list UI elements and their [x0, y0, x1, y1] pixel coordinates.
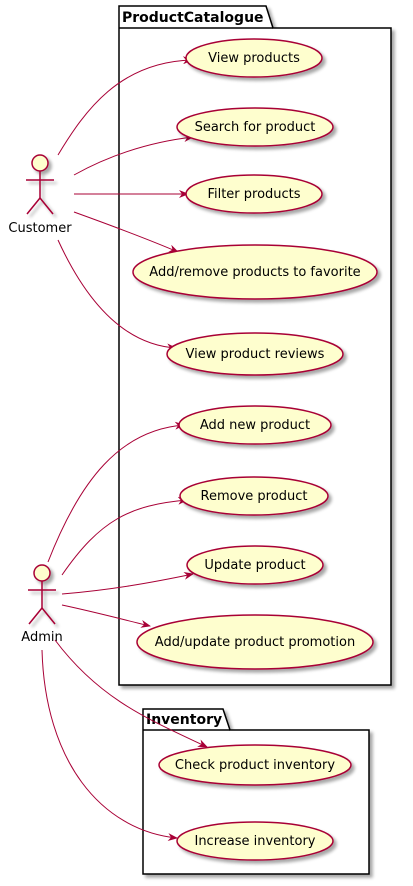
usecase-check-inventory-label: Check product inventory: [175, 758, 335, 773]
actor-customer-label: Customer: [8, 221, 72, 236]
package-productcatalogue-title: ProductCatalogue: [122, 10, 264, 26]
usecase-check-product-inventory[interactable]: Check product inventory: [158, 744, 352, 786]
actor-customer[interactable]: Customer: [8, 154, 72, 236]
usecase-search-for-product[interactable]: Search for product: [176, 107, 334, 147]
usecase-update-product[interactable]: Update product: [186, 545, 324, 585]
edge-admin-remove: [61, 496, 188, 576]
usecase-view-product-reviews[interactable]: View product reviews: [166, 332, 344, 376]
associations: [41, 56, 208, 842]
actor-admin-label: Admin: [21, 630, 62, 645]
usecase-add-new-label: Add new product: [200, 418, 310, 433]
usecase-remove-product[interactable]: Remove product: [179, 476, 329, 516]
usecase-view-products-label: View products: [208, 51, 300, 66]
usecase-reviews-label: View product reviews: [186, 347, 325, 362]
edge-customer-view-products: [57, 56, 193, 156]
usecase-favorite-label: Add/remove products to favorite: [149, 265, 360, 280]
edge-admin-increase-inventory: [41, 649, 178, 842]
edge-admin-promotion: [61, 604, 151, 628]
usecase-promotion-label: Add/update product promotion: [155, 635, 355, 650]
package-inventory-title: Inventory: [146, 712, 222, 728]
usecase-add-update-promotion[interactable]: Add/update product promotion: [136, 614, 374, 670]
usecase-increase-inventory[interactable]: Increase inventory: [176, 821, 334, 861]
usecase-view-products[interactable]: View products: [185, 38, 323, 78]
usecase-add-new-product[interactable]: Add new product: [178, 405, 332, 445]
usecase-add-remove-favorite[interactable]: Add/remove products to favorite: [132, 244, 378, 300]
stick-figure-icon: [28, 564, 56, 625]
edge-customer-search: [73, 134, 194, 176]
usecase-remove-label: Remove product: [201, 489, 308, 504]
actor-admin[interactable]: Admin: [21, 564, 63, 645]
edge-admin-update: [61, 571, 194, 595]
edge-customer-reviews: [57, 239, 177, 352]
stick-figure-icon: [26, 154, 54, 215]
usecase-search-label: Search for product: [195, 120, 316, 135]
usecase-update-label: Update product: [204, 558, 305, 573]
edge-customer-favorite: [73, 211, 179, 253]
edge-admin-add-new: [47, 421, 185, 563]
edge-admin-check-inventory: [54, 639, 208, 748]
usecase-filter-products[interactable]: Filter products: [185, 174, 323, 214]
usecase-increase-inventory-label: Increase inventory: [194, 834, 315, 849]
usecase-filter-label: Filter products: [207, 187, 300, 202]
